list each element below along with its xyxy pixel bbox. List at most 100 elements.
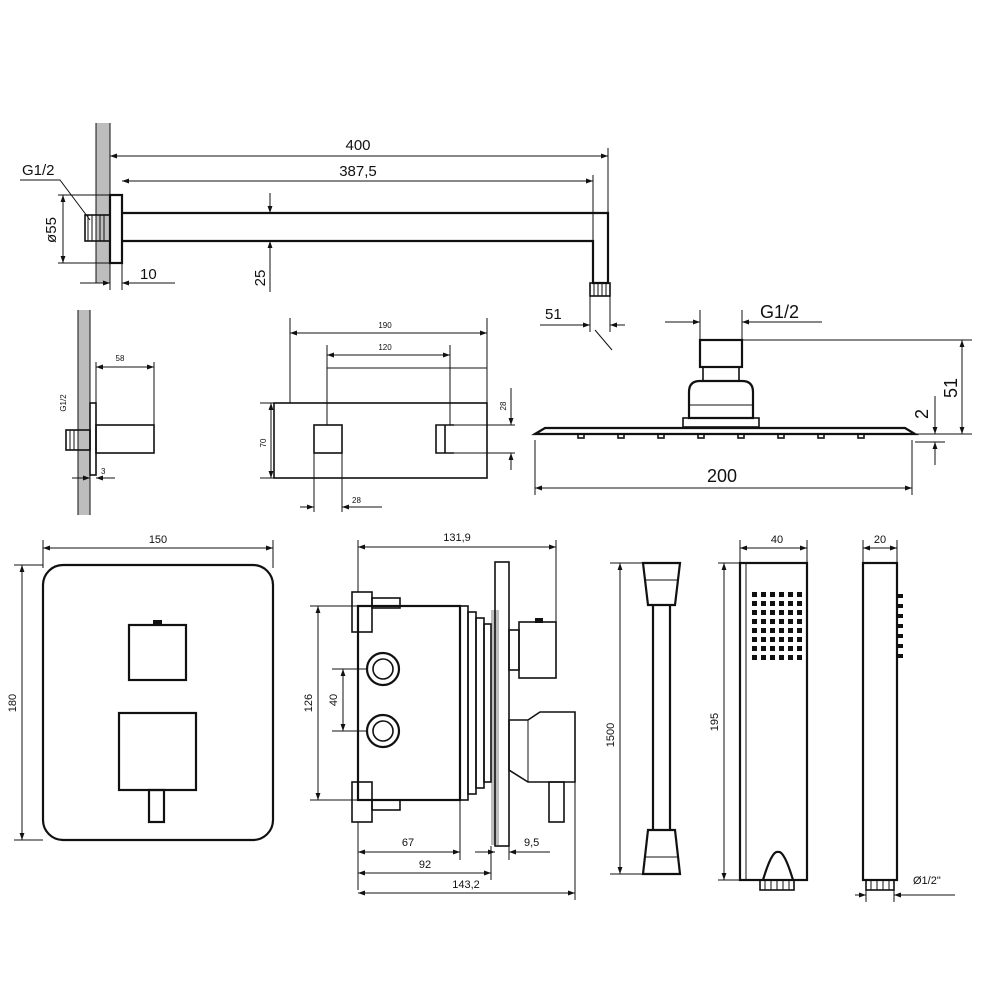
nozzle-dot [770,646,775,651]
nozzle-dot [761,592,766,597]
dim-mixer-131-9: 131,9 [443,532,471,544]
hand-shower-side-nozzles [897,594,903,658]
dim-mixer-40: 40 [328,694,340,706]
mixer-lever [548,781,565,823]
mixer-body [356,604,462,802]
hose-bottom-cone [641,828,682,876]
mixer-port-lower [365,713,401,749]
nozzle-dot [779,646,784,651]
nozzle-dot [779,619,784,624]
nozzle-dot [797,601,802,606]
nozzle-dot [752,610,757,615]
arm-thread-label: G1/2 [22,162,55,179]
arm-flange [108,193,124,265]
nozzle-dot [779,601,784,606]
nozzle-dot [770,655,775,660]
nozzle-dot [797,655,802,660]
plate-square-cutout [313,424,343,454]
nozzle-dot [752,592,757,597]
nozzle-dot [788,637,793,642]
nozzle-dot [788,610,793,615]
head-ball-joint [687,379,755,420]
hand-connector-label: Ø1/2" [913,875,941,887]
nozzle-dot [761,628,766,633]
nozzle-dot [770,610,775,615]
mixer-handle [508,711,576,783]
wall-bracket-view: 58 G1/2 3 [59,310,155,515]
mixer-bottom-lug [351,781,373,823]
nozzle-dot [797,592,802,597]
dim-plate-120: 120 [378,343,392,352]
nozzle-dot [761,637,766,642]
dim-arm-400: 400 [345,137,370,154]
dim-slot-28: 28 [499,401,508,410]
nozzle-dot [770,628,775,633]
mixer-faceplate-edge [494,561,510,847]
dim-hand-40: 40 [771,534,783,546]
head-neck [702,366,740,382]
head-nozzles [577,433,865,439]
hand-shower-notch [761,850,795,881]
dim-head-51: 51 [941,378,961,398]
dim-mixer-126: 126 [303,694,315,712]
nozzle-dot [797,637,802,642]
dim-arm-dia-55: ø55 [43,217,60,243]
dim-bracket-3: 3 [101,467,106,476]
faceplate-view: 150 180 [7,534,275,842]
nozzle-dot [797,646,802,651]
head-thread-label: G1/2 [760,302,799,322]
nozzle-dot [761,619,766,624]
nozzle-dot [752,601,757,606]
mixer-body-view: 131,9 126 40 67 92 9,5 143,2 [303,532,576,900]
hand-shower-nozzle-grid [752,592,802,660]
arm-outlet [589,282,611,297]
wall-plate-front-view: 190 120 70 28 28 [259,318,515,512]
nozzle-dot [779,592,784,597]
wall-section [96,123,110,283]
nozzle-dot [788,628,793,633]
shower-head-view: G1/2 51 2 200 [531,302,972,495]
nozzle-dot [788,592,793,597]
dim-hose-1500: 1500 [605,723,617,747]
plate-outline [273,402,488,479]
faceplate-diverter-knob [127,623,188,682]
dim-cutout-28: 28 [352,496,361,505]
nozzle-dot [752,637,757,642]
dim-arm-387-5: 387,5 [339,163,377,180]
nozzle-dot [770,619,775,624]
dim-mixer-92: 92 [419,859,431,871]
hand-shower-side-view: 20 Ø1/2" [855,534,955,902]
nozzle-dot [761,646,766,651]
hand-shower-side-thread [865,879,895,891]
nozzle-dot [788,655,793,660]
nozzle-dot [779,655,784,660]
bracket-thread-label: G1/2 [59,394,68,412]
shower-arm-view: 400 387,5 G1/2 ø55 10 25 51 [20,123,625,351]
dim-flange-10: 10 [140,266,157,283]
faceplate-mixer-handle [117,711,198,792]
head-plate [531,426,919,436]
bracket-wall-section [78,310,90,515]
dim-arm-25: 25 [252,270,269,287]
dim-outlet-51: 51 [545,306,562,323]
nozzle-dot [761,601,766,606]
plate-slot [435,424,454,454]
dim-plate-190: 190 [378,321,392,330]
head-collar [682,417,760,428]
nozzle-dot [752,628,757,633]
arm-tube [122,211,610,285]
dim-bracket-58: 58 [116,354,125,363]
nozzle-dot [788,646,793,651]
mixer-bottom-tab [371,799,401,811]
nozzle-dot [752,655,757,660]
nozzle-dot [770,637,775,642]
faceplate-lever [147,788,166,824]
mixer-port-upper [365,651,401,687]
dim-hand-195: 195 [709,713,721,731]
nozzle-dot [797,628,802,633]
mixer-knob-upper-base [508,629,520,671]
nozzle-dot [770,592,775,597]
nozzle-dot [797,610,802,615]
hand-shower-side-body [861,561,899,882]
